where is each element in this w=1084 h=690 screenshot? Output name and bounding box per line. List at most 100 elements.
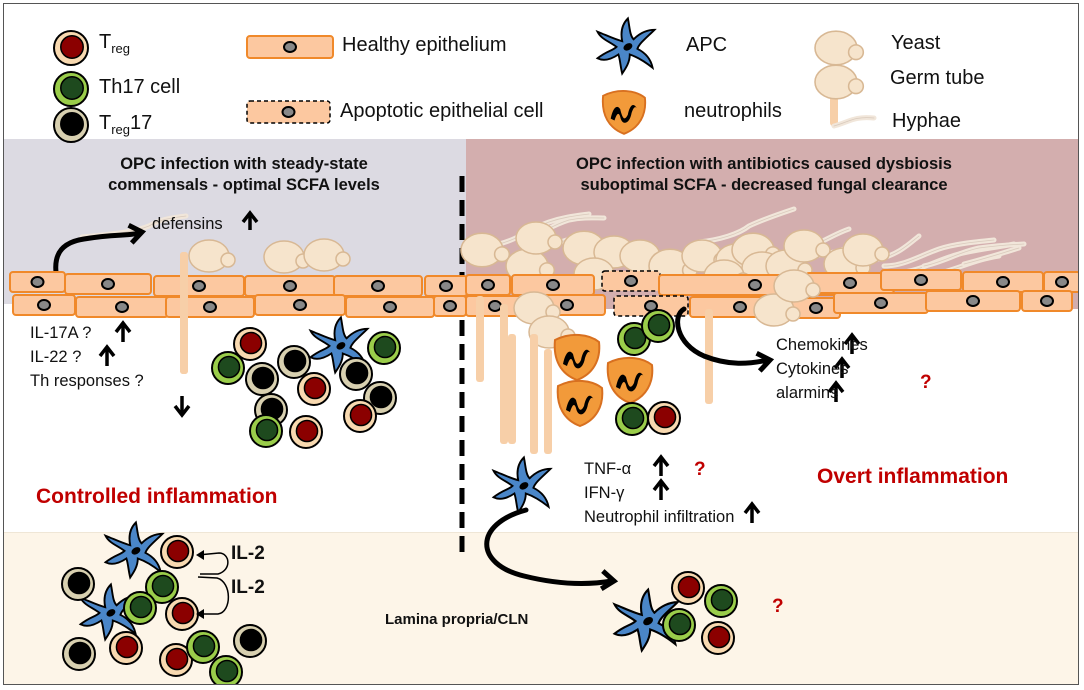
curved-arrow-path bbox=[675, 306, 771, 366]
legend-treg-label: Treg bbox=[99, 31, 131, 56]
yeast-cell bbox=[188, 239, 236, 273]
treg-cell bbox=[647, 401, 681, 435]
apoptotic-epithelial-cell bbox=[601, 270, 661, 292]
epithelial-cell bbox=[511, 274, 595, 296]
epithelial-cell bbox=[465, 274, 511, 296]
apc-cell bbox=[103, 520, 165, 580]
epithelial-cell bbox=[153, 275, 245, 297]
th17-cell-core bbox=[215, 659, 239, 683]
nucleus bbox=[371, 280, 385, 292]
apc-nucleus bbox=[623, 43, 633, 51]
curved-arrow bbox=[484, 507, 619, 592]
yeast-cell bbox=[303, 238, 351, 272]
legend-apc-label: APC bbox=[686, 34, 728, 56]
treg17-cell bbox=[53, 107, 89, 143]
nucleus bbox=[115, 301, 129, 313]
up-arrow-icon bbox=[833, 356, 851, 378]
th17-cell-core bbox=[373, 335, 397, 359]
yeast-bud bbox=[805, 282, 821, 298]
up-arrow-icon bbox=[843, 332, 861, 354]
epithelial-cell bbox=[880, 269, 962, 291]
arrow-head bbox=[652, 454, 670, 468]
th17-cell-core bbox=[647, 313, 671, 337]
curved-arrow-head bbox=[599, 569, 619, 592]
nucleus bbox=[281, 106, 296, 118]
th17-cell-core bbox=[60, 76, 84, 100]
il2-loop-top bbox=[197, 552, 229, 575]
neutrophil-infiltration-label: Neutrophil infiltration bbox=[584, 508, 735, 526]
epithelial-cell bbox=[1043, 271, 1078, 293]
epithelial-cell bbox=[424, 275, 468, 297]
up-arrow-icon bbox=[98, 344, 116, 366]
treg-cell bbox=[159, 643, 193, 677]
th17-cell bbox=[186, 630, 220, 664]
nucleus bbox=[733, 301, 747, 313]
treg-cell bbox=[233, 327, 267, 361]
epithelial-cell bbox=[254, 294, 346, 316]
treg-cell bbox=[671, 571, 705, 605]
hypha-outline bbox=[833, 117, 875, 127]
treg17-cell-core bbox=[239, 628, 263, 652]
hypha-outline bbox=[923, 243, 1025, 267]
neutrophil-body bbox=[601, 90, 647, 135]
treg-cell bbox=[343, 399, 377, 433]
neutrophil-nucleus bbox=[616, 372, 644, 392]
treg-cell-core bbox=[171, 601, 195, 625]
neutrophil-nucleus bbox=[610, 105, 638, 123]
curved-arrow-path bbox=[484, 507, 615, 586]
nucleus bbox=[481, 279, 495, 291]
th17-cell bbox=[209, 655, 243, 684]
yeast-cell bbox=[783, 229, 831, 263]
curved-arrow bbox=[53, 222, 147, 275]
yeast-cell bbox=[753, 293, 801, 327]
nucleus bbox=[439, 280, 453, 292]
th17-cell bbox=[615, 402, 649, 436]
epithelial-cell bbox=[12, 294, 76, 316]
ifn-gamma-label: IFN-γ bbox=[584, 484, 625, 502]
th17-cell bbox=[53, 71, 89, 107]
yeast-bud bbox=[785, 306, 801, 322]
treg-cell-core bbox=[115, 635, 139, 659]
nucleus bbox=[966, 295, 980, 307]
germ-tube-stalk bbox=[544, 349, 552, 454]
germ-tube-stalk bbox=[180, 252, 188, 374]
up-arrow-icon bbox=[652, 454, 670, 476]
curved-arrow-head bbox=[127, 222, 147, 245]
treg-cell-core bbox=[653, 405, 677, 429]
up-arrow-icon bbox=[241, 210, 259, 230]
treg-cell bbox=[289, 415, 323, 449]
nucleus bbox=[30, 276, 45, 288]
nucleus bbox=[101, 278, 115, 290]
epithelial-cell bbox=[246, 35, 334, 59]
neutrophil-nucleus bbox=[566, 395, 594, 415]
nucleus bbox=[1055, 276, 1069, 288]
treg-cell-core bbox=[166, 539, 190, 563]
legend-th17-label: Th17 cell bbox=[99, 76, 181, 98]
controlled-inflammation-label: Controlled inflammation bbox=[36, 485, 278, 508]
treg17-cell bbox=[339, 357, 373, 391]
treg-cell bbox=[165, 597, 199, 631]
th17-cell-core bbox=[151, 574, 175, 598]
up-arrow-icon bbox=[743, 501, 761, 523]
yeast-cell bbox=[773, 269, 821, 303]
hypha-outline bbox=[883, 239, 995, 267]
yeast-cell bbox=[814, 64, 865, 100]
th17-cell bbox=[249, 414, 283, 448]
nucleus bbox=[914, 274, 928, 286]
nucleus bbox=[560, 299, 574, 311]
nucleus bbox=[624, 275, 638, 287]
up-arrow-icon bbox=[827, 380, 845, 402]
il2-arrowhead-bottom bbox=[196, 609, 204, 619]
il2-loop-bottom bbox=[197, 576, 230, 615]
legend-neutrophils-label: neutrophils bbox=[684, 100, 782, 122]
arrow-head bbox=[743, 501, 761, 515]
neutrophil-cell bbox=[606, 357, 654, 405]
treg-cell-core bbox=[303, 376, 327, 400]
nucleus bbox=[874, 297, 888, 309]
epithelial-cell bbox=[165, 296, 255, 318]
question-mark-cytokines: ? bbox=[920, 372, 932, 393]
nucleus bbox=[283, 280, 297, 292]
treg17-cell-core bbox=[68, 641, 92, 665]
treg17-cell bbox=[62, 637, 96, 671]
apc-cell bbox=[612, 587, 681, 654]
